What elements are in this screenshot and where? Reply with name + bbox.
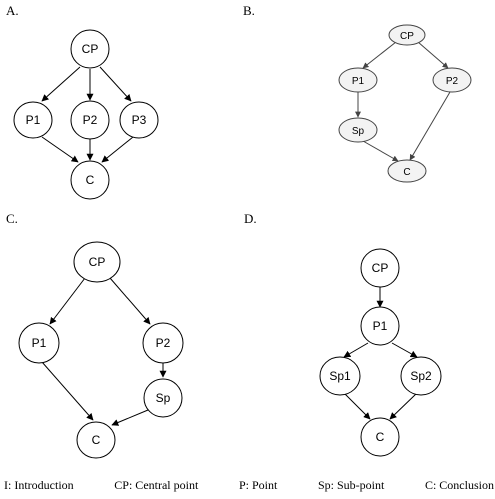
node-p1-label: P1 bbox=[32, 336, 47, 350]
node-c-label: C bbox=[92, 433, 101, 447]
node-sp1 bbox=[319, 356, 361, 396]
node-c-label: C bbox=[376, 430, 385, 444]
panel-b: B. CP P1 P2 Sp C bbox=[243, 3, 472, 183]
node-cp-label: CP bbox=[82, 42, 99, 56]
node-cp-label: CP bbox=[89, 255, 106, 269]
edge-cp-p1 bbox=[49, 277, 86, 325]
node-p1-label: P1 bbox=[373, 319, 388, 333]
node-sp-label: Sp bbox=[156, 391, 171, 405]
edge-cp-p3 bbox=[99, 66, 132, 102]
node-sp1-label: Sp1 bbox=[329, 369, 351, 383]
node-c bbox=[360, 417, 400, 457]
legend-conclusion: C: Conclusion bbox=[424, 478, 494, 492]
panel-d-label: D. bbox=[244, 211, 257, 226]
node-p1 bbox=[13, 101, 53, 139]
edge-cp-p2 bbox=[417, 41, 449, 69]
panel-d: D. CP P1 Sp1 Sp2 C bbox=[244, 211, 442, 457]
node-c-label: C bbox=[86, 173, 95, 187]
node-p1-label: P1 bbox=[352, 76, 365, 87]
edge-p1-c bbox=[41, 136, 79, 163]
node-cp bbox=[388, 24, 426, 46]
panel-b-label: B. bbox=[243, 3, 255, 18]
node-p2 bbox=[142, 322, 184, 364]
node-c bbox=[70, 160, 110, 200]
edge-sp-c bbox=[362, 140, 399, 162]
edge-cp-p1 bbox=[362, 41, 397, 69]
legend-point: P: Point bbox=[238, 478, 278, 492]
node-c-label: C bbox=[403, 167, 410, 178]
node-p2 bbox=[70, 100, 110, 140]
node-cp bbox=[360, 248, 400, 288]
node-c bbox=[76, 421, 116, 459]
node-sp2-label: Sp2 bbox=[410, 369, 432, 383]
node-sp bbox=[338, 117, 378, 143]
edge-p3-c bbox=[101, 136, 134, 163]
edge-sp1-c bbox=[343, 392, 371, 420]
node-p1 bbox=[18, 322, 60, 364]
node-p3 bbox=[119, 101, 159, 139]
node-cp bbox=[70, 29, 110, 69]
edge-sp-c bbox=[111, 409, 149, 426]
node-p3-label: P3 bbox=[132, 113, 147, 127]
node-sp-label: Sp bbox=[352, 126, 365, 137]
edge-cp-p1 bbox=[41, 66, 81, 102]
edge-p2-c bbox=[409, 91, 451, 161]
edge-p1-sp1 bbox=[343, 342, 369, 358]
node-cp-label: CP bbox=[372, 261, 389, 275]
node-p2 bbox=[432, 67, 472, 93]
panel-a-label: A. bbox=[6, 3, 19, 18]
panel-a: A. CP P1 P2 P3 C bbox=[6, 3, 159, 200]
node-p2-label: P2 bbox=[446, 76, 459, 87]
legend-sub-point: Sp: Sub-point bbox=[317, 478, 385, 492]
node-p1 bbox=[338, 67, 378, 93]
node-p2-label: P2 bbox=[156, 336, 171, 350]
node-sp bbox=[143, 378, 183, 418]
legend: I: Introduction CP: Central point P: Poi… bbox=[4, 478, 494, 493]
panel-c-label: C. bbox=[6, 211, 18, 226]
node-c bbox=[387, 159, 427, 183]
edge-sp2-c bbox=[389, 392, 418, 420]
edge-cp-p2 bbox=[109, 277, 151, 325]
node-cp-label: CP bbox=[400, 31, 414, 42]
node-p1-label: P1 bbox=[26, 113, 41, 127]
node-sp2 bbox=[400, 356, 442, 396]
node-cp bbox=[73, 241, 121, 283]
legend-central-point: CP: Central point bbox=[114, 478, 199, 492]
panel-c: C. CP P1 P2 Sp C bbox=[6, 211, 184, 459]
legend-introduction: I: Introduction bbox=[4, 478, 74, 492]
node-p1 bbox=[360, 306, 400, 346]
edge-p1-sp2 bbox=[391, 342, 418, 358]
node-p2-label: P2 bbox=[83, 113, 98, 127]
edge-p1-c bbox=[41, 361, 94, 421]
